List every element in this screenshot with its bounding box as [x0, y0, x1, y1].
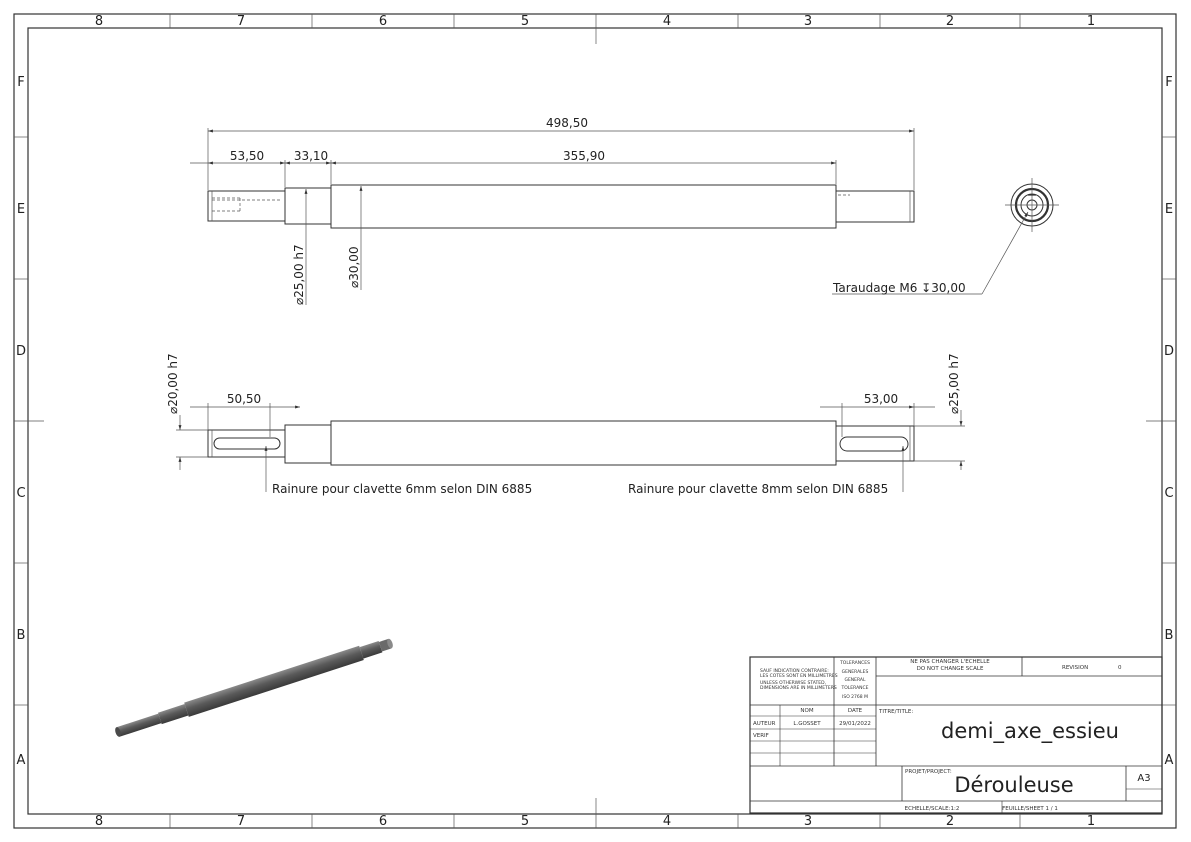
scale-label: ECHELLE/SCALE:1:2	[905, 806, 960, 812]
dim-left-end-length: 53,50	[230, 149, 264, 163]
zone-col-label: 4	[663, 14, 671, 29]
note-keyway-right: Rainure pour clavette 8mm selon DIN 6885	[628, 482, 888, 496]
zone-col-label: 2	[946, 814, 954, 829]
general-note-2: LES COTES SONT EN MILLIMETRES	[760, 673, 838, 679]
title-block	[749, 656, 1163, 814]
dim-right-keyway-length: 53,00	[864, 392, 898, 406]
zone-row-label: C	[16, 486, 25, 501]
tolerance-line-4: TOLERANCE	[840, 685, 868, 691]
shaft-isometric-view	[115, 638, 393, 737]
zone-row-label: F	[17, 75, 24, 90]
title-label: TITRE/TITLE:	[878, 709, 913, 715]
tapping-leader	[832, 211, 1029, 295]
revision-label: REVISION	[1062, 665, 1088, 671]
zone-col-label: 5	[521, 814, 529, 829]
general-note-1: SAUF INDICATION CONTRAIRE:	[760, 668, 829, 674]
project-label: PROJET/PROJECT:	[905, 769, 952, 775]
zone-labels-bottom: 8 7 6 5 4 3 2 1	[95, 814, 1095, 829]
zone-row-label: E	[17, 202, 25, 217]
zone-col-label: 7	[237, 814, 245, 829]
date-label: DATE	[848, 708, 863, 714]
zone-col-label: 2	[946, 14, 954, 29]
zone-col-label: 3	[804, 814, 812, 829]
dim-left-keyway-length: 50,50	[227, 392, 261, 406]
dim-shoulder-diameter: ⌀25,00 h7	[292, 244, 306, 305]
zone-row-label: A	[1165, 753, 1174, 768]
zone-col-label: 4	[663, 814, 671, 829]
tolerance-line-1: TOLERANCES	[839, 660, 870, 666]
zone-col-label: 7	[237, 14, 245, 29]
dim-body-diameter: ⌀30,00	[347, 246, 361, 288]
zone-col-label: 1	[1087, 14, 1095, 29]
zone-row-label: B	[17, 628, 26, 643]
zone-col-label: 8	[95, 14, 103, 29]
zone-row-label: D	[16, 344, 26, 359]
tolerance-line-5: ISO 2768 M	[842, 694, 868, 700]
zone-row-label: D	[1164, 344, 1174, 359]
zone-col-label: 1	[1087, 814, 1095, 829]
zone-labels-top: 8 7 6 5 4 3 2 1	[95, 14, 1095, 29]
dim-shoulder-length: 33,10	[294, 149, 328, 163]
general-note-3: UNLESS OTHERWISE STATED,	[760, 680, 826, 686]
dim-overall-length: 498,50	[546, 116, 588, 130]
zone-row-label: E	[1165, 202, 1173, 217]
dimension-lines-top	[176, 403, 965, 492]
note-tapping: Taraudage M6 ↧30,00	[832, 281, 966, 295]
no-scale-en: DO NOT CHANGE SCALE	[917, 666, 984, 672]
shaft-end-view	[1005, 178, 1059, 232]
dimension-lines-front	[190, 128, 915, 305]
dim-right-journal-diameter: ⌀25,00 h7	[947, 353, 961, 414]
zone-col-label: 8	[95, 814, 103, 829]
author-label: AUTEUR	[753, 721, 776, 727]
zone-row-label: A	[17, 753, 26, 768]
verif-label: VERIF	[753, 733, 769, 739]
zone-col-label: 6	[379, 14, 387, 29]
tolerance-line-2: GENERALES	[842, 669, 869, 675]
sheet-label: FEUILLE/SHEET 1 / 1	[1002, 806, 1058, 812]
dim-main-body-length: 355,90	[563, 149, 605, 163]
revision-value: 0	[1118, 665, 1122, 671]
tolerance-line-3: GENERAL	[844, 677, 866, 683]
author-name: L.GOSSET	[793, 721, 821, 727]
zone-col-label: 6	[379, 814, 387, 829]
project-name: Dérouleuse	[954, 773, 1073, 797]
zone-col-label: 3	[804, 14, 812, 29]
zone-row-label: C	[1164, 486, 1173, 501]
zone-row-label: B	[1165, 628, 1174, 643]
zone-labels-right: F E D C B A	[1164, 75, 1174, 768]
zone-labels-left: F E D C B A	[16, 75, 26, 768]
author-date: 29/01/2022	[839, 721, 871, 727]
general-note-4: DIMENSIONS ARE IN MILLIMETERS	[760, 685, 837, 691]
dim-left-journal-diameter: ⌀20,00 h7	[166, 353, 180, 414]
zone-row-label: F	[1165, 75, 1172, 90]
no-scale-fr: NE PAS CHANGER L'ECHELLE	[910, 659, 990, 665]
sheet-size: A3	[1137, 773, 1150, 784]
zone-col-label: 5	[521, 14, 529, 29]
note-keyway-left: Rainure pour clavette 6mm selon DIN 6885	[272, 482, 532, 496]
shaft-top-view	[207, 420, 915, 466]
shaft-front-view	[207, 184, 915, 229]
drawing-title: demi_axe_essieu	[941, 719, 1119, 744]
title-block-text: SAUF INDICATION CONTRAIRE: LES COTES SON…	[753, 659, 1151, 812]
zone-ticks	[14, 14, 1176, 828]
nom-label: NOM	[800, 708, 813, 714]
